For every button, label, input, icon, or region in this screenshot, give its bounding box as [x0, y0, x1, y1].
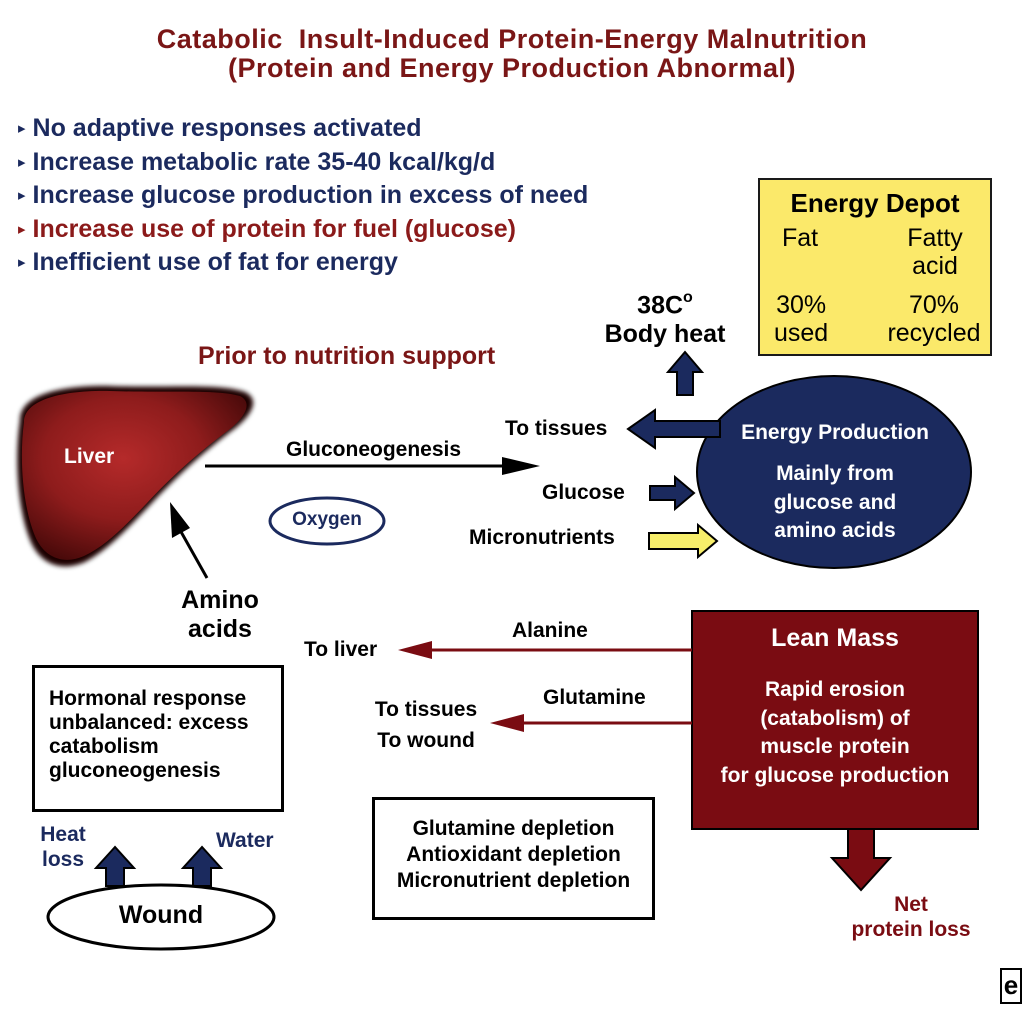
title-line-2: (Protein and Energy Production Abnormal): [227, 53, 797, 83]
depletion-line-1: Glutamine depletion: [412, 817, 615, 840]
bullet-triangle-icon: ▸: [18, 220, 26, 238]
body-heat-label: 38Co Body heat: [590, 285, 740, 349]
amino-acids-line-2: acids: [188, 615, 252, 643]
energy-depot-fat: Fat: [782, 224, 819, 252]
energy-depot-box: Energy Depot Fat Fatty acid 30% used 70%…: [758, 178, 992, 356]
bullet-text: Inefficient use of fat for energy: [32, 248, 398, 276]
bullet-text: No adaptive responses activated: [32, 114, 422, 142]
energy-production-line-1: Mainly from: [776, 462, 894, 485]
glucose-arrow: [649, 474, 696, 512]
wound-label: Wound: [118, 901, 204, 929]
energy-depot-70-percent: 70%: [908, 291, 960, 319]
hormonal-line-4: gluconeogenesis: [49, 759, 221, 782]
glucose-label: Glucose: [542, 481, 625, 504]
lean-mass-line-1: Rapid erosion: [764, 678, 906, 701]
bullet-triangle-icon: ▸: [18, 120, 26, 137]
to-tissues-label: To tissues: [505, 417, 608, 440]
gluconeogenesis-arrow: [205, 457, 540, 475]
bullet-text: Increase use of protein for fuel (glucos…: [32, 214, 516, 243]
body-heat-text: Body heat: [604, 320, 726, 349]
alanine-label: Alanine: [512, 619, 588, 642]
to-wound-line: To wound: [377, 729, 475, 752]
energy-depot-used: 30% used: [774, 291, 828, 347]
energy-production-title: Energy Production: [741, 421, 929, 444]
energy-production-text: Energy Production Mainly from glucose an…: [710, 420, 960, 546]
bullet-item: ▸ Increase glucose production in excess o…: [18, 179, 588, 213]
energy-production-line-2: glucose and: [773, 490, 897, 514]
heat-loss-arrow: [93, 845, 137, 887]
net-protein-loss-label: Net protein loss: [836, 892, 986, 942]
to-tissues-wound-label: To tissues To wound: [360, 694, 492, 756]
hormonal-response-box: Hormonal response unbalanced: excess cat…: [32, 665, 284, 812]
energy-depot-acid-line: acid: [912, 252, 958, 280]
glutamine-arrow: [490, 714, 692, 732]
bullet-triangle-icon: ▸: [18, 153, 26, 171]
body-heat-temp: 38Co: [637, 289, 693, 320]
water-label: Water: [216, 829, 274, 852]
wound-ellipse: [46, 883, 276, 951]
depletion-line-2: Antioxidant depletion: [406, 843, 621, 866]
energy-depot-fatty-acid: Fatty acid: [900, 224, 970, 280]
energy-depot-recycled-label: recycled: [887, 319, 981, 347]
energy-production-line-3: amino acids: [774, 519, 896, 542]
bullet-item: ▸ Increase use of protein for fuel (gluco…: [18, 213, 588, 247]
amino-acids-line-1: Amino: [181, 586, 259, 614]
lean-mass-text: Lean Mass Rapid erosion (catabolism) of …: [692, 622, 978, 790]
lean-mass-line-4: for glucose production: [720, 763, 950, 787]
amino-acids-label: Amino acids: [160, 586, 280, 644]
heat-loss-line-1: Heat: [40, 823, 86, 846]
bullet-text: Increase metabolic rate 35-40 kcal/kg/d: [32, 147, 496, 176]
bullet-triangle-icon: ▸: [18, 254, 26, 271]
lean-mass-line-3: muscle protein: [760, 735, 910, 758]
oxygen-ellipse: [268, 496, 386, 546]
alanine-arrow: [398, 641, 692, 659]
net-protein-loss-line-2: protein loss: [851, 918, 971, 941]
bullet-item: ▸ No adaptive responses activated: [18, 112, 588, 146]
title-line-1: Catabolic Insult-Induced Protein-Energy …: [156, 24, 868, 54]
bullet-triangle-icon: ▸: [18, 187, 26, 204]
amino-acids-arrow: [170, 502, 209, 579]
to-liver-label: To liver: [304, 638, 378, 661]
net-protein-loss-arrow: [829, 828, 893, 892]
energy-depot-30-percent: 30%: [776, 291, 827, 319]
lean-mass-line-2: (catabolism) of: [760, 706, 910, 730]
energy-depot-fatty-line: Fatty: [907, 224, 963, 252]
liver-shape: [17, 385, 254, 567]
energy-depot-recycled: 70% recycled: [878, 291, 990, 347]
hormonal-line-3: catabolism: [49, 735, 159, 758]
glutamine-label: Glutamine: [543, 686, 646, 709]
heat-loss-line-2: loss: [41, 848, 85, 871]
micronutrients-label: Micronutrients: [469, 526, 615, 549]
micronutrients-arrow: [648, 522, 719, 560]
energy-production-ellipse: [696, 375, 972, 569]
bullet-item: ▸ Inefficient use of fat for energy: [18, 246, 588, 280]
to-tissues-line: To tissues: [374, 698, 478, 721]
net-protein-loss-line-1: Net: [894, 893, 928, 916]
energy-depot-used-label: used: [774, 319, 829, 347]
bullet-item: ▸ Increase metabolic rate 35-40 kcal/kg/d: [18, 146, 588, 180]
energy-depot-title: Energy Depot: [790, 188, 960, 218]
page-title: Catabolic Insult-Induced Protein-Energy …: [0, 24, 1024, 84]
prior-to-nutrition-label: Prior to nutrition support: [198, 342, 496, 370]
depletion-box: Glutamine depletion Antioxidant depletio…: [372, 797, 655, 920]
depletion-line-3: Micronutrient depletion: [396, 869, 631, 892]
hormonal-line-2: unbalanced: excess: [49, 711, 249, 734]
liver-label: Liver: [64, 445, 115, 468]
bullet-list: ▸ No adaptive responses activated ▸ Increa…: [18, 112, 588, 280]
hormonal-line-1: Hormonal response: [49, 687, 247, 710]
corner-logo: e: [1000, 968, 1022, 1004]
to-tissues-arrow: [626, 408, 721, 450]
gluconeogenesis-label: Gluconeogenesis: [286, 438, 462, 461]
lean-mass-box: [691, 610, 979, 830]
oxygen-label: Oxygen: [292, 509, 362, 530]
heat-loss-label: Heat loss: [30, 822, 96, 872]
body-heat-arrow: [665, 350, 705, 396]
lean-mass-title: Lean Mass: [771, 624, 899, 652]
bullet-text: Increase glucose production in excess of…: [32, 181, 589, 209]
